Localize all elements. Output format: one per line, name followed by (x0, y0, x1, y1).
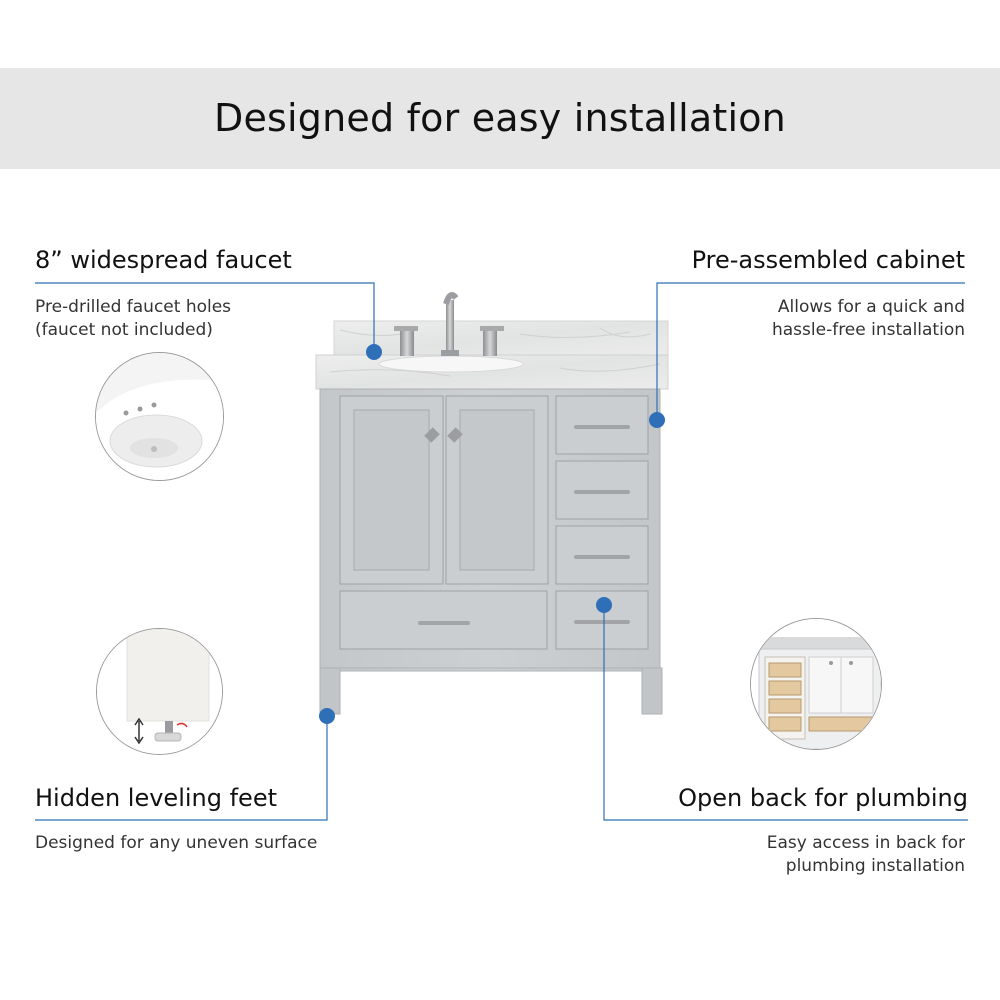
plumbing-desc-line-1: Easy access in back for (766, 833, 965, 853)
feet-callout-dot (319, 708, 335, 724)
connector-lines (35, 282, 968, 821)
faucet-callout-desc: Pre-drilled faucet holes (faucet not inc… (35, 296, 231, 342)
faucet-desc-line-1: Pre-drilled faucet holes (35, 297, 232, 317)
cabinet-desc-line-2: hassle-free installation (771, 320, 965, 340)
feet-callout-title: Hidden leveling feet (35, 784, 277, 812)
plumbing-callout-desc: Easy access in back for plumbing install… (767, 832, 965, 878)
plumbing-callout-dot (596, 597, 612, 613)
cabinet-desc-line-1: Allows for a quick and (777, 297, 965, 317)
cabinet-callout-title: Pre-assembled cabinet (691, 246, 965, 274)
leveling-foot-detail-image (96, 628, 223, 755)
callout-dots (319, 344, 665, 724)
cabinet-callout-dot (649, 412, 665, 428)
faucet-callout-title: 8” widespread faucet (35, 246, 292, 274)
feet-desc-line-1: Designed for any uneven surface (35, 833, 318, 853)
feet-callout-desc: Designed for any uneven surface (35, 832, 317, 855)
faucet (394, 292, 504, 356)
faucet-desc-line-2: (faucet not included) (35, 320, 213, 340)
cabinet-callout-desc: Allows for a quick and hassle-free insta… (772, 296, 965, 342)
plumbing-desc-line-2: plumbing installation (785, 856, 965, 876)
plumbing-callout-title: Open back for plumbing (678, 784, 968, 812)
faucet-holes-detail-image (95, 352, 224, 481)
header-banner: Designed for easy installation (0, 68, 1000, 169)
cabinet-body (319, 388, 663, 715)
page-title: Designed for easy installation (214, 96, 786, 140)
open-back-detail-image (750, 618, 882, 750)
faucet-callout-dot (366, 344, 382, 360)
